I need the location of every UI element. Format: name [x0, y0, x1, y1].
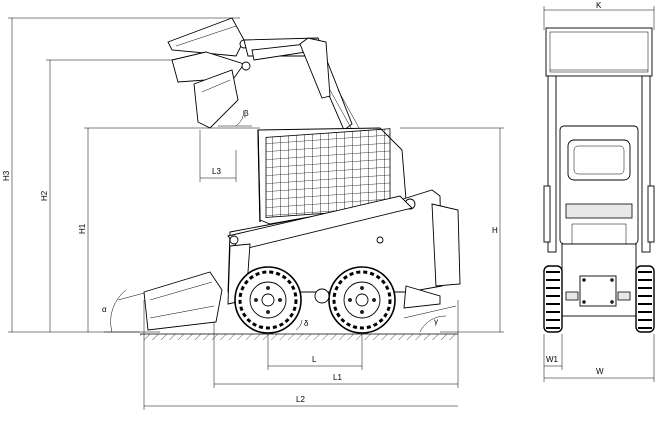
lowered-bucket — [143, 271, 223, 331]
hub-motor — [314, 288, 330, 304]
label-H: H — [492, 226, 498, 235]
front-lift-arms — [543, 75, 655, 253]
label-H1: H1 — [78, 223, 87, 234]
label-K: K — [596, 1, 602, 10]
raised-bucket — [167, 17, 251, 129]
label-gamma: γ — [434, 317, 438, 326]
label-beta: β — [244, 109, 249, 118]
label-delta: δ — [304, 319, 309, 328]
front-lower-body — [561, 243, 637, 317]
height-dimensions — [8, 17, 504, 333]
label-L: L — [312, 355, 317, 364]
label-H2: H2 — [40, 190, 49, 201]
front-cab — [559, 125, 639, 245]
label-alpha: α — [102, 305, 107, 314]
front-raised-bucket — [545, 27, 653, 77]
rear-wheel — [328, 266, 396, 334]
label-L2: L2 — [296, 395, 305, 404]
body — [227, 189, 461, 293]
ground — [140, 333, 458, 340]
label-W1: W1 — [546, 355, 559, 364]
width-dimensions-W — [543, 334, 655, 382]
front-right-tire — [635, 265, 655, 333]
label-W: W — [596, 367, 604, 376]
label-H3: H3 — [2, 170, 11, 181]
length-dimensions — [143, 130, 459, 410]
width-dimension-K — [543, 6, 655, 30]
front-wheel — [234, 266, 302, 334]
rear-tail — [403, 285, 441, 309]
label-L3: L3 — [212, 167, 221, 176]
label-L1: L1 — [333, 373, 342, 382]
front-left-tire — [543, 265, 563, 333]
angle-arcs — [104, 109, 457, 333]
